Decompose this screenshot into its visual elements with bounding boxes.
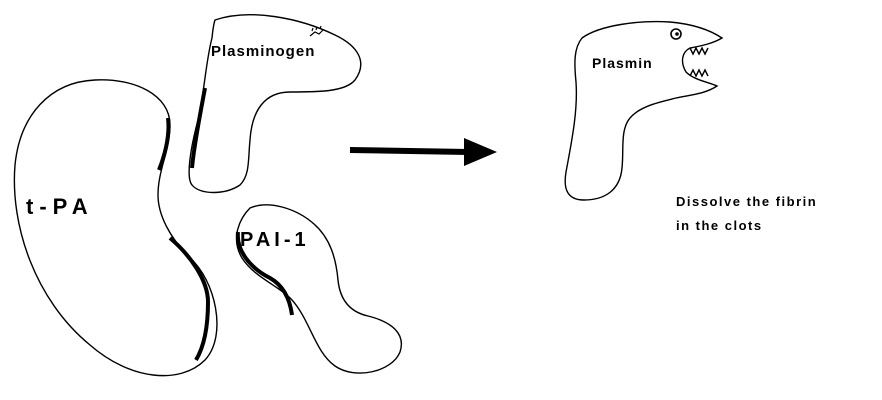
plasminogen-label: Plasminogen bbox=[211, 44, 315, 59]
plasminogen-binding-site bbox=[192, 88, 205, 168]
reaction-arrow-shaft bbox=[350, 150, 468, 152]
fibrin-note-line-2: in the clots bbox=[676, 214, 817, 238]
fibrin-note: Dissolve the fibrin in the clots bbox=[676, 190, 817, 238]
plasmin-pupil bbox=[675, 32, 679, 36]
pai1-label: PAI-1 bbox=[240, 230, 310, 250]
tpa-label: t-PA bbox=[26, 196, 94, 218]
plasmin-shape bbox=[565, 22, 722, 200]
plasminogen-eye-icon bbox=[310, 26, 323, 36]
plasmin-label: Plasmin bbox=[592, 56, 653, 70]
plasmin-teeth-upper bbox=[690, 48, 708, 54]
tpa-binding-site-lower bbox=[170, 238, 208, 360]
plasminogen-shape bbox=[189, 15, 361, 193]
fibrin-note-line-1: Dissolve the fibrin bbox=[676, 190, 817, 214]
tpa-shape bbox=[14, 80, 217, 376]
reaction-arrow-head bbox=[464, 138, 497, 166]
plasmin-teeth-lower bbox=[690, 70, 708, 76]
tpa-binding-site-upper bbox=[159, 118, 169, 170]
